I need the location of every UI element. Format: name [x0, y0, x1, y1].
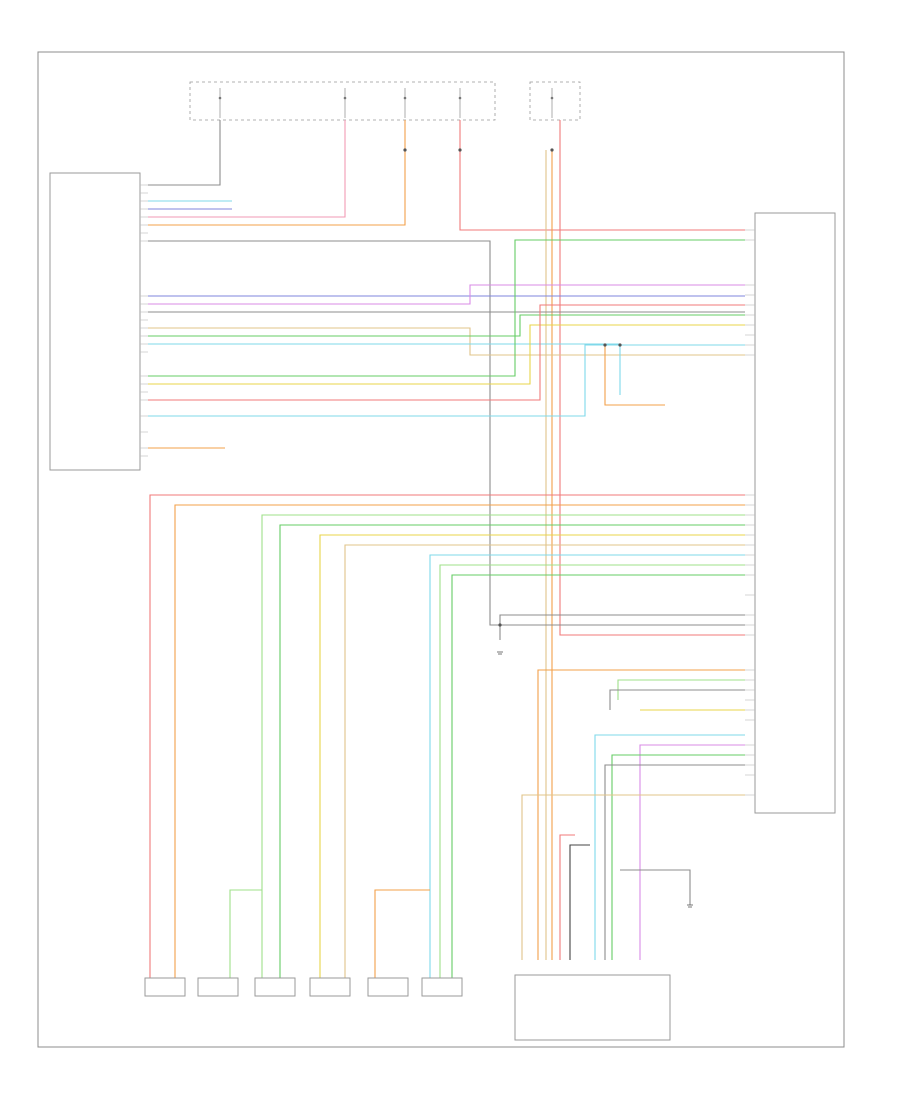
wire-fuse4-red	[459, 120, 745, 231]
wire-fuse1-to-left	[148, 120, 221, 186]
fuse-3	[403, 88, 407, 118]
fuse-2	[343, 88, 347, 118]
wire-left-green	[148, 314, 745, 337]
wire-fuse5-red	[559, 120, 745, 636]
ground-symbol-1	[497, 651, 503, 655]
right-module-pins	[745, 229, 755, 796]
wire-left-cyan-3	[148, 344, 745, 417]
right-control-module	[754, 212, 836, 814]
speaker-right-rear	[254, 977, 296, 997]
speaker-left-rear	[421, 977, 463, 997]
wire-spk-lightgreen-1	[261, 514, 745, 980]
diagram-frame	[37, 51, 845, 1048]
fuse-4	[458, 88, 462, 118]
wire-spk-orange-2	[374, 889, 430, 980]
left-control-module	[49, 172, 141, 471]
fuse-5	[550, 88, 554, 118]
speaker-left-front-door	[367, 977, 409, 997]
wire-low-red	[559, 834, 575, 960]
speaker-left-front	[309, 977, 351, 997]
wire-spk-lightgreen-2	[439, 564, 745, 980]
wire-left-violet	[148, 284, 745, 305]
wire-spk-red-1	[149, 494, 745, 980]
wire-low-gray	[609, 689, 745, 710]
wire-spk-cyan-1	[429, 554, 745, 980]
wire-low-violet	[639, 744, 745, 960]
wire-low-orange	[537, 669, 745, 960]
wire-left-cyan-2	[148, 343, 621, 395]
wire-spk-yellow-1	[319, 534, 745, 980]
wire-fuse2-pink	[148, 120, 346, 218]
wire-low-black	[569, 844, 590, 960]
wire-left-yellow	[148, 324, 745, 385]
wire-left-gray-ground	[148, 240, 745, 626]
speaker-right-front-door	[197, 977, 239, 997]
ground-symbol-2	[687, 904, 693, 908]
wire-left-red	[148, 304, 745, 401]
wire-low-lightgreen	[617, 679, 745, 700]
wire-low-cyan	[594, 734, 745, 960]
wire-spk-orange-1	[174, 504, 745, 980]
wire-fuse3-orange	[148, 120, 406, 226]
left-module-pins	[140, 184, 148, 457]
wire-spk-gray	[499, 614, 745, 640]
wire-spk-tan-1	[344, 544, 745, 980]
fuse-block	[189, 81, 581, 121]
bottom-connector-block	[514, 974, 671, 1041]
wire-low-gray-2	[604, 764, 745, 960]
wire-spk-green-1	[279, 524, 745, 980]
wire-spk-lightgreen-3	[229, 889, 262, 980]
wire-left-tan	[148, 327, 745, 356]
wire-low-green	[611, 754, 745, 960]
splice-points	[403, 148, 622, 627]
wire-left-green-2	[148, 239, 745, 377]
wire-low-tan	[521, 794, 745, 960]
wire-spk-green-2	[451, 574, 745, 980]
wire-orange-loop	[604, 345, 665, 406]
fuse-1	[218, 88, 222, 118]
speaker-right-front	[144, 977, 186, 997]
wire-low-ground	[620, 869, 691, 905]
